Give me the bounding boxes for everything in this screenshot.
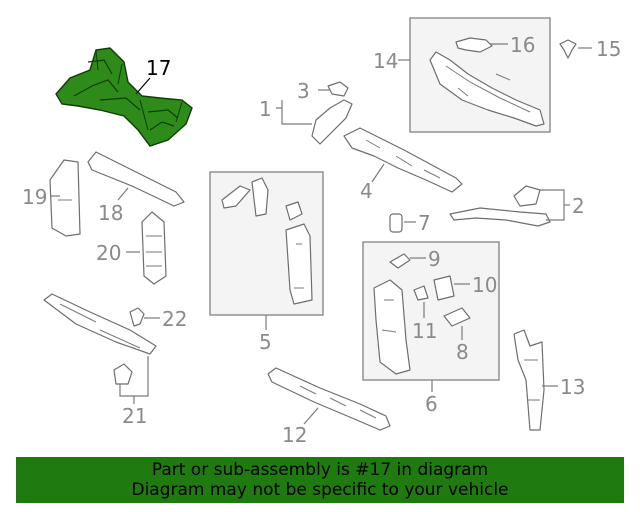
callout-7: 7 — [418, 211, 431, 235]
part-20-duct[interactable] — [141, 211, 167, 285]
callout-16: 16 — [510, 33, 535, 57]
part-7-fastener[interactable] — [389, 213, 403, 233]
callout-14: 14 — [373, 49, 398, 73]
part-18-seal[interactable] — [87, 151, 185, 207]
part-13-side-bracket[interactable] — [513, 329, 545, 431]
part-12-lower-crossmember[interactable] — [267, 367, 391, 431]
callout-11: 11 — [412, 319, 437, 343]
banner-line-1: Part or sub-assembly is #17 in diagram — [151, 460, 489, 480]
callout-21: 21 — [122, 404, 147, 428]
callout-17: 17 — [146, 56, 171, 80]
callout-3: 3 — [297, 79, 310, 103]
part-5-subassembly[interactable] — [221, 177, 313, 305]
callout-13: 13 — [560, 375, 585, 399]
callout-1: 1 — [259, 97, 272, 121]
callout-4: 4 — [360, 179, 373, 203]
banner-line-2: Diagram may not be specific to your vehi… — [131, 480, 509, 500]
part-10-bracket[interactable] — [433, 275, 455, 301]
callout-12: 12 — [282, 423, 307, 447]
callout-9: 9 — [428, 247, 441, 271]
callout-2: 2 — [572, 194, 585, 218]
part-2-bracket[interactable] — [449, 185, 551, 227]
part-1-bracket[interactable] — [311, 99, 353, 145]
part-6-side-member[interactable] — [373, 279, 411, 375]
part-15-clip[interactable] — [559, 39, 577, 59]
callout-8: 8 — [456, 340, 469, 364]
part-9-bracket[interactable] — [389, 253, 411, 269]
part-3-bracket[interactable] — [327, 81, 349, 97]
callout-6: 6 — [425, 392, 438, 416]
leader-17 — [135, 77, 151, 95]
callout-15: 15 — [596, 37, 621, 61]
leader-18 — [117, 187, 129, 201]
part-11-bracket[interactable] — [413, 285, 429, 301]
callout-20: 20 — [96, 241, 121, 265]
part-22-clip[interactable] — [129, 307, 145, 327]
callout-22: 22 — [162, 307, 187, 331]
callout-18: 18 — [98, 201, 123, 225]
callout-19: 19 — [22, 185, 47, 209]
part-21-clip[interactable] — [113, 363, 133, 385]
part-19-bracket[interactable] — [49, 159, 81, 237]
info-banner: Part or sub-assembly is #17 in diagram D… — [16, 457, 624, 503]
leader-4 — [371, 163, 385, 183]
part-21-lower-cover[interactable] — [43, 293, 157, 355]
part-14-upper-cover[interactable] — [429, 51, 545, 127]
part-16-clip[interactable] — [455, 37, 493, 53]
callout-10: 10 — [472, 273, 497, 297]
parts-diagram: 17 16 14 15 1 3 4 2 7 — [22, 17, 621, 447]
part-4-support-member[interactable] — [343, 127, 463, 193]
callout-5: 5 — [259, 330, 272, 354]
leader-1 — [276, 107, 312, 125]
part-17-radiator-support[interactable] — [55, 47, 193, 147]
leader-12 — [303, 407, 319, 425]
part-8-bracket[interactable] — [443, 307, 471, 327]
